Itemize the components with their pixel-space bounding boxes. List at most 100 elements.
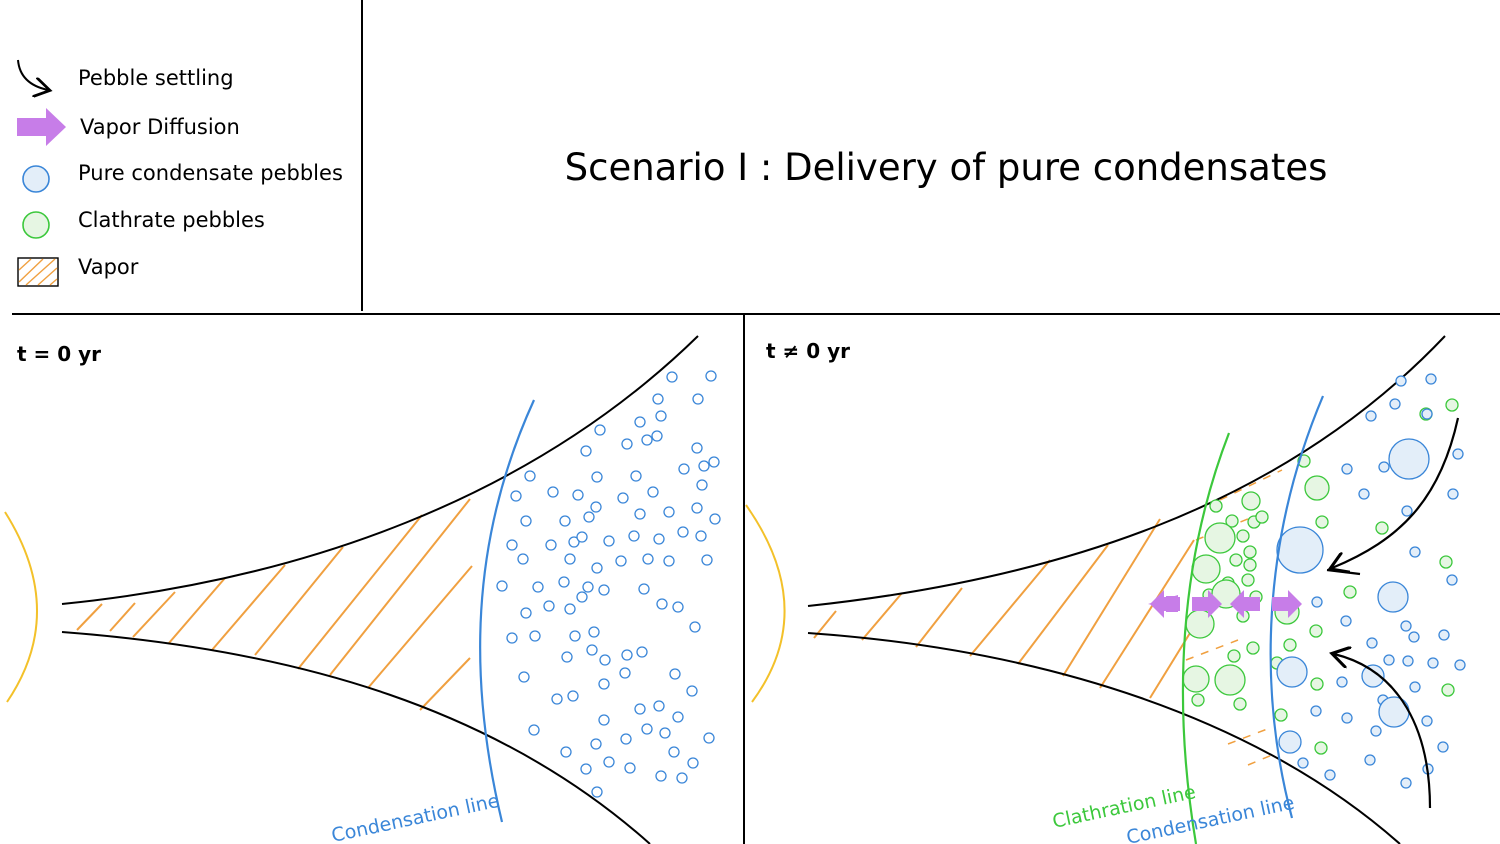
pebble <box>1454 659 1466 671</box>
pebble <box>561 651 573 663</box>
pebble <box>689 621 701 633</box>
legend-item-pebble-settling: Pebble settling <box>17 59 234 90</box>
pebble <box>1214 664 1246 696</box>
pebble <box>687 757 699 769</box>
pebble <box>666 371 678 383</box>
legend-label: Vapor <box>78 255 139 279</box>
pebble <box>655 410 667 422</box>
hatch-lines <box>18 258 58 286</box>
pebble <box>709 513 721 525</box>
pebble <box>582 581 594 593</box>
vapor-hatching <box>813 518 1199 699</box>
pebble <box>528 724 540 736</box>
pebble <box>1358 488 1370 500</box>
pebble <box>1402 655 1414 667</box>
pebble <box>636 646 648 658</box>
curved-arrow-icon <box>1332 417 1460 568</box>
legend-label: Pebble settling <box>78 66 234 90</box>
pebble <box>576 531 588 543</box>
pebble <box>701 554 713 566</box>
pebble <box>1243 558 1257 572</box>
pebble <box>620 733 632 745</box>
pebble <box>1375 521 1389 535</box>
pebble <box>1236 529 1250 543</box>
diffusion-arrow-icon <box>1150 590 1180 618</box>
pebble <box>1304 475 1330 501</box>
pebble <box>1341 712 1353 724</box>
pebble <box>560 746 572 758</box>
condensation-line-label: Condensation line <box>329 790 501 844</box>
pebble <box>1439 555 1453 569</box>
pebble <box>634 508 646 520</box>
pebble <box>621 649 633 661</box>
pebble <box>543 600 555 612</box>
pebble <box>1441 683 1455 697</box>
pebble <box>598 678 610 690</box>
pebble-settling-arrows <box>1326 417 1460 809</box>
condensation-line <box>479 399 536 823</box>
pebble <box>638 583 650 595</box>
pebble <box>532 581 544 593</box>
pebble <box>1314 741 1328 755</box>
star-arc <box>4 511 38 703</box>
pebble <box>1246 641 1260 655</box>
clathration-line <box>1181 432 1231 844</box>
blue-circle-icon <box>22 165 50 193</box>
pebble <box>1395 375 1407 387</box>
pebble <box>568 536 580 548</box>
pebble <box>572 489 584 501</box>
pebble <box>1383 654 1395 666</box>
legend-label: Vapor Diffusion <box>80 115 240 139</box>
pebble <box>524 470 536 482</box>
pebble <box>583 511 595 523</box>
pebble <box>634 416 646 428</box>
pebble <box>1452 448 1464 460</box>
pebble <box>663 555 675 567</box>
pebble <box>659 727 671 739</box>
pebble <box>1445 398 1459 412</box>
pebble <box>580 445 592 457</box>
pebble <box>1401 505 1413 517</box>
disk-upper-boundary <box>807 335 1446 607</box>
diffusion-arrow-icon <box>1192 590 1222 618</box>
pebble <box>529 630 541 642</box>
pebble <box>642 553 654 565</box>
pebble <box>1370 725 1382 737</box>
panel-right: t ≠ 0 yr <box>745 335 1466 844</box>
legend-item-vapor: Vapor <box>17 255 139 287</box>
pebble <box>1421 715 1433 727</box>
pebble <box>1227 649 1241 663</box>
pebble <box>567 690 579 702</box>
pebble <box>1283 638 1297 652</box>
pebble <box>655 770 667 782</box>
pebble <box>520 515 532 527</box>
condensation-line <box>1269 395 1325 819</box>
pebble <box>1311 596 1323 608</box>
pebble <box>677 526 689 538</box>
pebble <box>686 685 698 697</box>
pebble <box>1310 677 1324 691</box>
pebble <box>617 492 629 504</box>
pebble <box>496 580 508 592</box>
pebble <box>1243 545 1257 559</box>
pebble <box>1297 757 1309 769</box>
pebble <box>663 506 675 518</box>
pebble <box>1421 408 1433 420</box>
pebble <box>696 479 708 491</box>
pebble <box>1425 373 1437 385</box>
pebble <box>1340 615 1352 627</box>
pebble <box>1225 514 1239 528</box>
pebble <box>672 711 684 723</box>
pebble <box>1229 553 1243 567</box>
pebble <box>1241 573 1255 587</box>
pebble <box>1241 491 1261 511</box>
pebble <box>1389 398 1401 410</box>
pebble <box>1233 697 1247 711</box>
diffusion-arrow-icon <box>1272 590 1302 618</box>
pebble <box>1378 461 1390 473</box>
pebble <box>705 370 717 382</box>
pebble <box>1182 665 1210 693</box>
diffusion-arrow-icon <box>1230 590 1260 618</box>
pebble <box>598 714 610 726</box>
pebble <box>1361 664 1385 688</box>
